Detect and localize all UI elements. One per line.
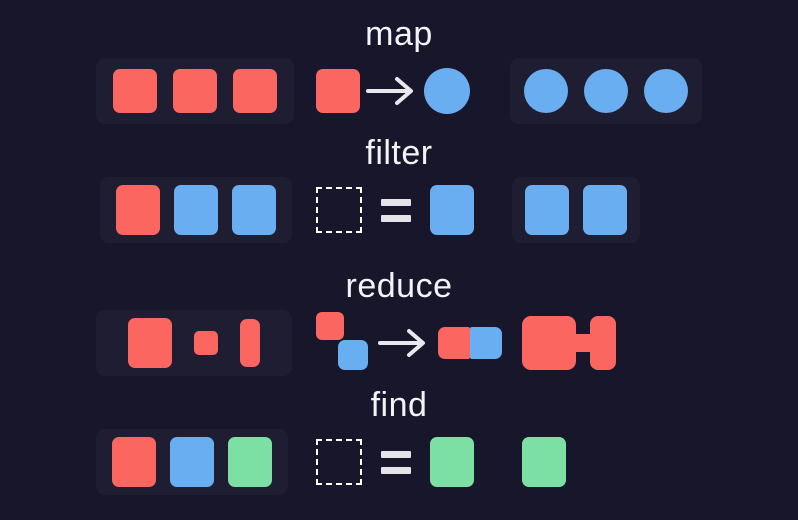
map-output-item-3 — [644, 69, 688, 113]
reduce-input-item-1 — [128, 318, 172, 368]
filter-input-item-1 — [116, 185, 160, 235]
find-found-value — [522, 437, 566, 487]
find-rule — [316, 429, 474, 495]
filter-output-panel — [512, 177, 640, 243]
row-title-reduce: reduce — [345, 267, 453, 305]
reduce-output — [522, 310, 616, 376]
map-rule — [316, 58, 470, 124]
reduce-source-a — [316, 312, 344, 340]
filter-output-item-1 — [525, 185, 569, 235]
filter-rule-target — [430, 185, 474, 235]
reduce-target-a — [438, 327, 470, 359]
reduce-accumulated-value — [522, 316, 616, 370]
find-input-item-2 — [170, 437, 214, 487]
reduce-input-panel — [96, 310, 292, 376]
find-input-item-1 — [112, 437, 156, 487]
reduce-acc-connector — [572, 334, 594, 352]
reduce-acc-block-large — [522, 316, 576, 370]
row-body-find — [0, 425, 798, 499]
map-input-panel — [96, 58, 294, 124]
equals-icon — [374, 188, 418, 232]
dashed-placeholder-icon — [316, 187, 362, 233]
row-filter: filter — [0, 133, 798, 247]
reduce-rule-target-pair — [438, 327, 502, 359]
row-find: find — [0, 385, 798, 499]
row-reduce: reduce — [0, 266, 798, 380]
reduce-input-item-2 — [194, 331, 218, 355]
dashed-placeholder-icon — [316, 439, 362, 485]
filter-rule — [316, 177, 474, 243]
row-map: map — [0, 14, 798, 128]
reduce-rule-source-pair — [316, 312, 370, 374]
find-output — [522, 429, 566, 495]
map-input-item-1 — [113, 69, 157, 113]
filter-input-item-3 — [232, 185, 276, 235]
equals-icon — [374, 440, 418, 484]
map-rule-target — [424, 68, 470, 114]
arrow-right-icon — [364, 66, 420, 116]
row-title-find: find — [370, 386, 428, 424]
find-rule-target — [430, 437, 474, 487]
reduce-acc-block-end — [590, 316, 616, 370]
map-rule-source — [316, 69, 360, 113]
reduce-target-b — [470, 327, 502, 359]
row-body-filter — [0, 173, 798, 247]
reduce-input-item-3 — [240, 319, 260, 367]
filter-input-panel — [100, 177, 292, 243]
row-title-map: map — [365, 15, 433, 53]
arrow-right-icon — [376, 318, 432, 368]
map-output-item-2 — [584, 69, 628, 113]
map-input-item-3 — [233, 69, 277, 113]
map-output-panel — [510, 58, 702, 124]
map-output-item-1 — [524, 69, 568, 113]
reduce-rule — [316, 310, 502, 376]
filter-output-item-2 — [583, 185, 627, 235]
find-input-item-3 — [228, 437, 272, 487]
row-body-map — [0, 54, 798, 128]
row-body-reduce — [0, 306, 798, 380]
row-title-filter: filter — [365, 134, 433, 172]
map-input-item-2 — [173, 69, 217, 113]
find-input-panel — [96, 429, 288, 495]
filter-input-item-2 — [174, 185, 218, 235]
reduce-source-b — [338, 340, 368, 370]
